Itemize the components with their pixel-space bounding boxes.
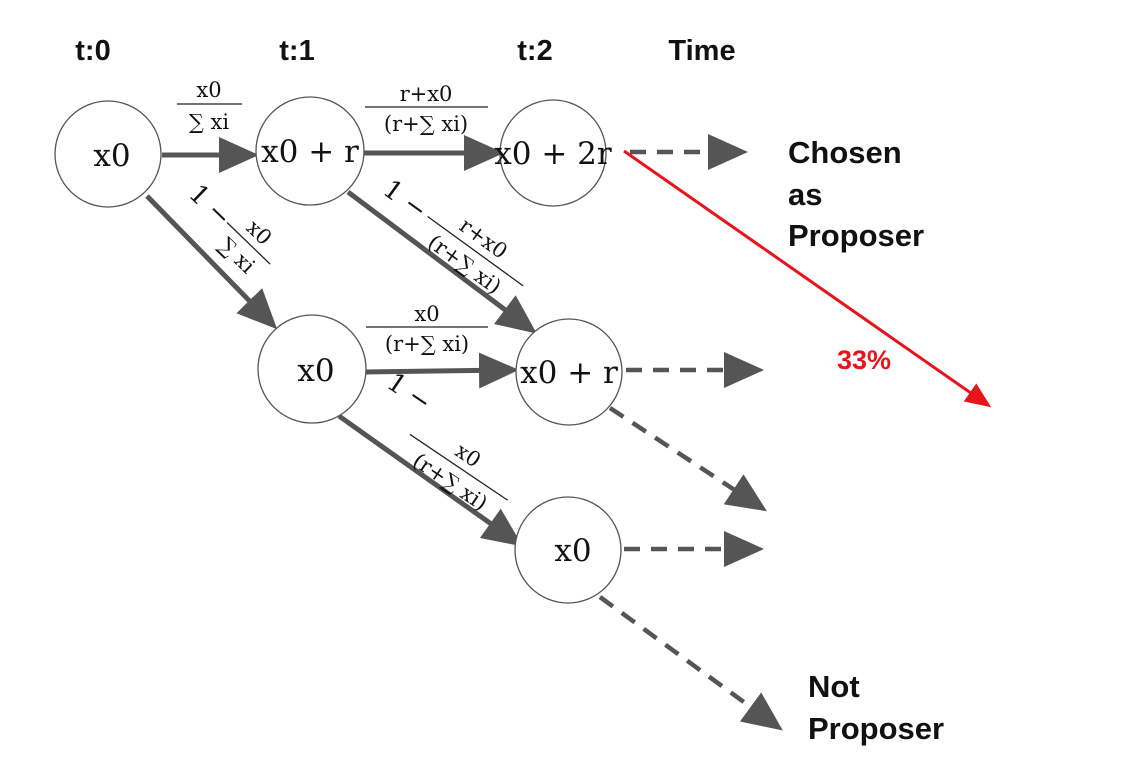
node-t2-middle bbox=[515, 318, 623, 426]
edge-n1-bottom-to-n2-bottom bbox=[337, 413, 523, 547]
highlight-percent: 33% bbox=[837, 345, 891, 375]
edge-n0-to-n1-bottom bbox=[145, 194, 278, 330]
edge-label-n1-bottom-n2-middle: x0 (r+∑ xi) bbox=[366, 302, 488, 356]
node-t1-bottom-label: x0 bbox=[297, 353, 334, 389]
node-t1-top-label: x0 + r bbox=[261, 134, 359, 170]
edge-label-n1-bottom-n2-middle-numerator: x0 bbox=[414, 302, 439, 326]
time-header-time: Time bbox=[668, 35, 735, 67]
edge-label-n1-n2-top: r+x0 (r+∑ xi) bbox=[365, 82, 488, 136]
node-t2-top-label: x0 + 2r bbox=[494, 136, 612, 172]
outcome-not-line-2: Proposer bbox=[808, 711, 944, 746]
edge-n1-top-to-n2-middle bbox=[346, 190, 537, 334]
edge-label-n0-n1-top: x0 ∑ xi bbox=[177, 78, 242, 134]
edge-label-n0-n1-top-denominator: ∑ xi bbox=[189, 110, 230, 134]
edge-label-n1-n2-bottom-numerator: x0 bbox=[451, 438, 485, 472]
edge-label-n1-n2-top-denominator: (r+∑ xi) bbox=[384, 112, 468, 136]
node-t2-bottom-label: x0 bbox=[554, 533, 591, 569]
outcome-chosen-line-1: Chosen bbox=[788, 135, 902, 170]
outcome-chosen-line-2: as bbox=[788, 177, 822, 212]
fraction-bar bbox=[226, 222, 271, 265]
fraction-bar bbox=[409, 433, 509, 501]
dashed-edge-n2-bottom-down bbox=[598, 595, 783, 731]
outcome-not-proposer: Not Proposer bbox=[808, 669, 944, 746]
edge-label-n1-n2-top-numerator: r+x0 bbox=[400, 82, 453, 106]
edge-n1-bottom-to-n2-middle bbox=[364, 352, 519, 389]
edge-label-n1-bottom-n2-middle-denominator: (r+∑ xi) bbox=[385, 332, 469, 356]
time-header-t1: t:1 bbox=[279, 35, 314, 67]
edge-label-n1-n2-bottom-prefix: 1 − bbox=[381, 367, 436, 418]
dashed-edge-n2-middle-down bbox=[608, 406, 768, 512]
node-t1-top bbox=[255, 96, 365, 206]
node-t2-bottom bbox=[514, 496, 622, 604]
edge-label-n0-n1-top-numerator: x0 bbox=[196, 78, 221, 102]
node-t1-bottom bbox=[257, 314, 367, 424]
edge-label-n0-n1-bottom-numerator: x0 bbox=[242, 215, 277, 250]
time-header-t2: t:2 bbox=[517, 35, 552, 67]
outcome-chosen-as-proposer: Chosen as Proposer bbox=[788, 135, 924, 253]
highlight-arrow bbox=[623, 149, 992, 408]
node-t0 bbox=[54, 100, 162, 208]
node-t2-middle-label: x0 + r bbox=[520, 355, 618, 391]
outcome-not-line-1: Not bbox=[808, 669, 860, 704]
node-t2-top bbox=[499, 99, 607, 207]
node-t0-label: x0 bbox=[93, 138, 130, 174]
outcome-chosen-line-3: Proposer bbox=[788, 218, 924, 253]
time-header-t0: t:0 bbox=[75, 35, 110, 67]
fraction-bar bbox=[427, 215, 524, 287]
